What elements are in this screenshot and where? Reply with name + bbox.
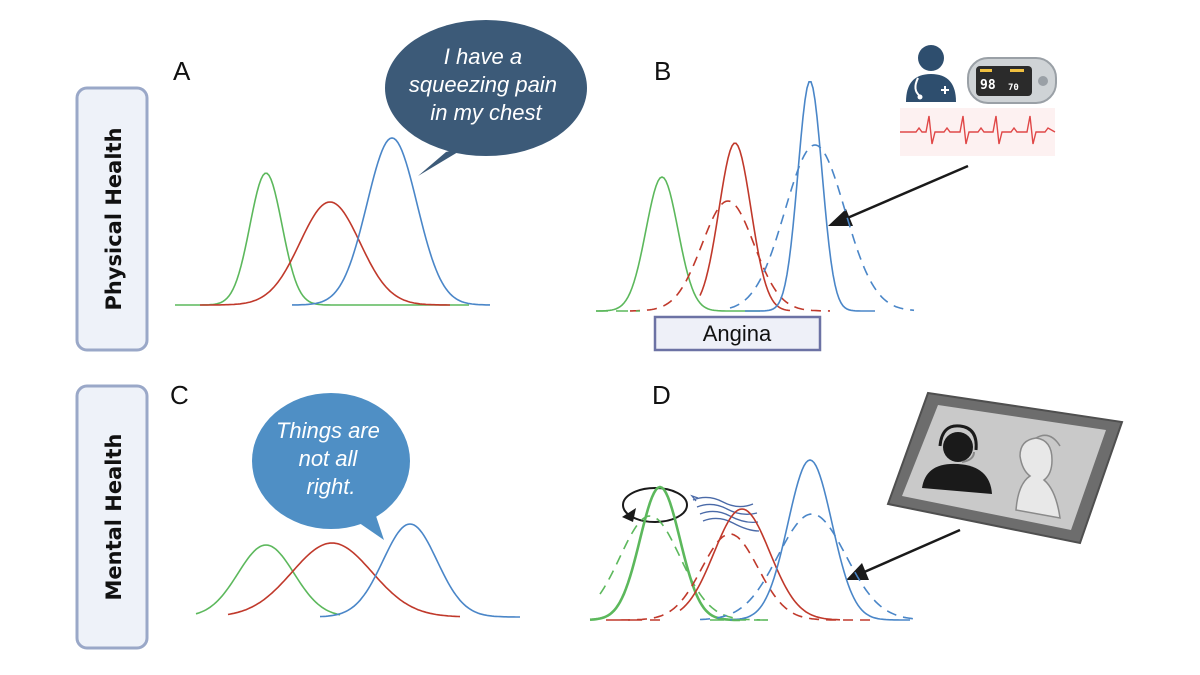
curve-b-red-dashed xyxy=(630,200,830,312)
headset-agent-icon xyxy=(922,424,992,494)
row-label-mental-text: Mental Health xyxy=(102,434,126,601)
row-label-mental: Mental Health xyxy=(75,384,149,650)
row-label-physical: Physical Health xyxy=(75,86,149,352)
row-label-physical-text: Physical Health xyxy=(102,127,126,310)
tablet-icon xyxy=(886,391,1124,545)
speech-bubble-a-text: I have a squeezing pain in my chest xyxy=(409,44,563,125)
wave-lines-icon xyxy=(690,494,760,532)
panel-letter-d: D xyxy=(652,380,671,410)
curve-a-red xyxy=(200,201,450,306)
panel-letter-c: C xyxy=(170,380,189,410)
panel-letter-b: B xyxy=(654,56,671,86)
curve-c-red xyxy=(227,542,461,618)
curve-d-blue xyxy=(729,459,910,621)
curve-d-green xyxy=(589,485,741,622)
speech-bubble-c: Things are not all right. xyxy=(252,393,410,540)
speech-bubble-a: I have a squeezing pain in my chest xyxy=(385,20,587,176)
curve-c-blue xyxy=(319,523,520,618)
curve-b-blue xyxy=(745,81,875,312)
pulse-oximeter-icon: 98 70 xyxy=(967,57,1057,104)
angina-label-box: Angina xyxy=(653,315,822,352)
ecg-trace-icon xyxy=(900,108,1056,156)
oximeter-readout-pulse: 70 xyxy=(1008,83,1019,93)
curve-c-green xyxy=(195,544,341,616)
curve-b-green xyxy=(596,176,760,312)
pointer-arrow-b xyxy=(828,164,969,226)
pointer-arrow-d xyxy=(846,528,961,580)
panel-letter-a: A xyxy=(173,56,191,86)
curve-d-blue-dashed xyxy=(699,513,915,621)
curve-d-green-dashed xyxy=(599,515,761,621)
rotation-arrow-icon xyxy=(622,487,688,523)
speech-bubble-c-text: Things are not all right. xyxy=(276,418,386,499)
curve-b-red xyxy=(699,142,791,312)
curve-a-blue xyxy=(292,137,490,306)
oximeter-readout-spo2: 98 xyxy=(980,78,996,93)
curve-d-red-dashed xyxy=(619,533,870,621)
doctor-icon xyxy=(906,45,956,102)
distribution-curves xyxy=(175,81,915,622)
curve-b-blue-dashed xyxy=(729,144,915,312)
patient-silhouette-icon xyxy=(1015,434,1061,519)
curve-a-green xyxy=(175,172,469,306)
curve-d-red xyxy=(679,508,841,621)
angina-label: Angina xyxy=(703,321,772,346)
